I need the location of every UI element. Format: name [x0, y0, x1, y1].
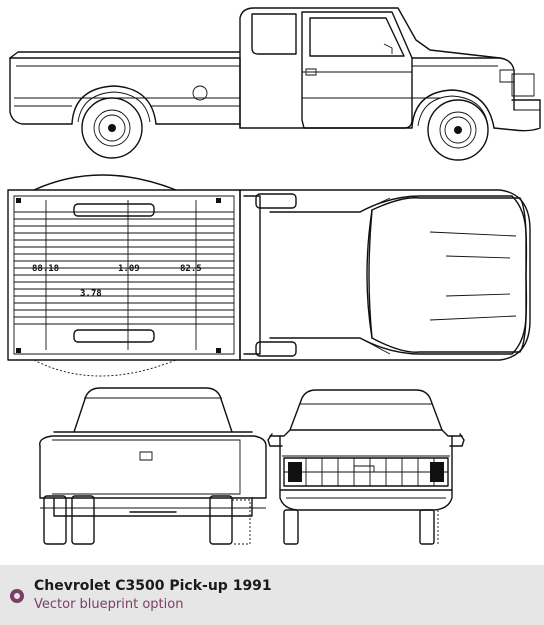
front-view — [268, 390, 464, 544]
blueprint-drawing: 88.18 1.09 82.5 3.78 — [0, 0, 544, 565]
dimension-label: 82.5 — [180, 264, 202, 274]
rear-view — [40, 388, 266, 544]
ring-bullet-icon — [10, 589, 24, 603]
top-view: 88.18 1.09 82.5 3.78 — [8, 175, 530, 376]
caption-title: Chevrolet C3500 Pick-up 1991 — [34, 578, 272, 594]
dimension-label: 88.18 — [32, 264, 59, 274]
side-view — [10, 8, 540, 160]
caption-subtitle[interactable]: Vector blueprint option — [34, 597, 184, 612]
dimension-label: 1.09 — [118, 264, 140, 274]
caption-bar: Chevrolet C3500 Pick-up 1991 Vector blue… — [0, 565, 544, 625]
dimension-label: 3.78 — [80, 289, 102, 299]
